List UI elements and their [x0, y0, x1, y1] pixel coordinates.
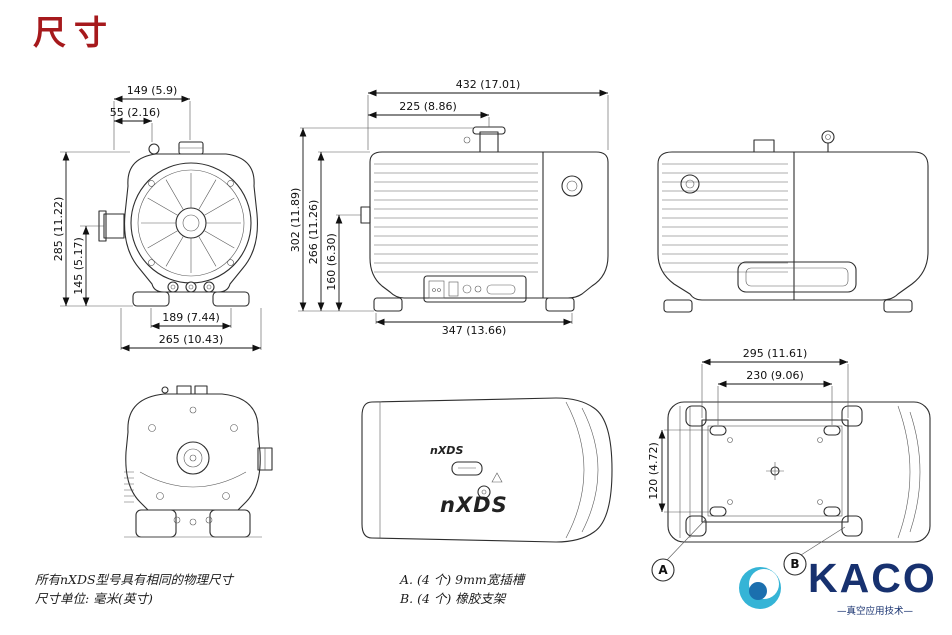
opposite-side-view-drawing: [657, 130, 929, 313]
kaco-logo-tagline: —真空应用技术—: [836, 606, 913, 617]
side-view-dimensions: 432 (17.01) 225 (8.86) 347 (13.66) 302 (…: [289, 78, 609, 337]
dim-bottom-plate-length: 295 (11.61): [743, 347, 808, 360]
cooling-fins: [124, 471, 134, 503]
dim-front-overall-height: 285 (11.22): [52, 197, 65, 262]
inlet-port: [479, 131, 499, 153]
dim-side-panel-height: 160 (6.30): [325, 233, 338, 291]
inlet-flange: [472, 126, 506, 135]
rear-view-drawing: [124, 385, 273, 538]
rubber-foot-pad: [685, 405, 707, 427]
top-view-drawing: nXDS nXDS: [361, 397, 613, 543]
dim-front-top-width: 149 (5.9): [127, 84, 178, 97]
pump-foot: [135, 509, 177, 538]
rubber-pad: [737, 261, 857, 293]
cooling-fins: [662, 163, 788, 273]
dim-side-body-height: 266 (11.26): [307, 200, 320, 265]
badge-emblem: [680, 174, 700, 194]
pump-foot: [209, 509, 251, 538]
gas-ballast-knob: [148, 143, 160, 155]
pump-foot: [132, 291, 170, 307]
rubber-foot-pad: [841, 515, 863, 537]
mounting-slot: [823, 425, 841, 436]
callout-b-balloon: [783, 552, 807, 576]
carry-handle: [451, 461, 483, 476]
mounting-plate: [701, 419, 849, 523]
badge-emblem: [561, 175, 583, 197]
pump-body-outline: [124, 153, 258, 293]
oil-plug: [477, 485, 491, 499]
exhaust-port: [176, 441, 210, 475]
pump-foot: [545, 297, 575, 312]
page-title: 尺寸: [33, 13, 115, 52]
pump-foot: [663, 299, 693, 313]
mounting-slot: [823, 506, 841, 517]
side-port: [103, 213, 125, 239]
pump-base-outline: [667, 401, 931, 543]
dim-side-inlet-position: 225 (8.86): [399, 100, 457, 113]
fan-blades: [141, 173, 241, 273]
legend-item-a: A. (4 个) 9mm宽插槽: [400, 572, 525, 587]
dim-side-overall-height: 302 (11.89): [289, 188, 302, 253]
callout-a-label: A: [658, 563, 668, 577]
mounting-slot: [709, 506, 727, 517]
warning-label: [491, 472, 503, 483]
bottom-view-dimensions: 295 (11.61) 230 (9.06) 120 (4.72): [647, 347, 849, 513]
pump-foot: [373, 297, 403, 312]
pump-foot: [883, 299, 913, 313]
kaco-logo: KACO —真空应用技术—: [728, 556, 950, 630]
callout-b-label: B: [790, 557, 799, 571]
rubber-foot-pad: [685, 515, 707, 537]
pump-foot: [212, 291, 250, 307]
front-view-drawing: [98, 141, 258, 307]
fan-hub: [175, 207, 207, 239]
control-panel: [423, 275, 527, 303]
mounting-slot: [709, 425, 727, 436]
bottom-view-drawing: [667, 401, 931, 543]
dim-side-base-length: 347 (13.66): [442, 324, 507, 337]
pump-body-outline: [361, 397, 613, 543]
front-view-dimensions: 149 (5.9) 55 (2.16) 285 (11.22) 145 (5.1…: [52, 84, 262, 352]
callout-a-balloon: [651, 558, 675, 582]
top-port: [753, 139, 775, 153]
ballast-valve-knob: [821, 130, 835, 144]
dim-bottom-slot-spacing-y: 120 (4.72): [647, 442, 660, 500]
callouts: A B: [651, 518, 846, 582]
legend-item-b: B. (4 个) 橡胶支架: [400, 591, 506, 606]
dim-front-port-height: 145 (5.17): [72, 237, 85, 295]
pump-body-outline: [125, 393, 261, 511]
pump-body-outline: [657, 151, 929, 301]
rubber-foot-pad: [841, 405, 863, 427]
dim-front-base-width: 265 (10.43): [159, 333, 224, 346]
side-view-drawing: [360, 126, 609, 312]
exhaust-stub: [360, 206, 371, 224]
model-logo-large: nXDS: [440, 493, 508, 517]
dim-front-feet-spacing: 189 (7.44): [162, 311, 220, 324]
note-same-dimensions: 所有nXDS型号具有相同的物理尺寸: [35, 572, 234, 587]
kaco-logo-swirl-icon: [739, 567, 781, 609]
dim-front-inlet-offset: 55 (2.16): [110, 106, 161, 119]
dim-side-overall-length: 432 (17.01): [456, 78, 521, 91]
kaco-logo-text: KACO: [808, 555, 937, 601]
model-logo-small: nXDS: [430, 444, 463, 457]
cooling-fins: [374, 163, 538, 273]
pump-body-outline: [369, 151, 609, 299]
dim-bottom-slot-spacing-x: 230 (9.06): [746, 369, 804, 382]
note-units: 尺寸单位: 毫米(英寸): [35, 591, 153, 606]
